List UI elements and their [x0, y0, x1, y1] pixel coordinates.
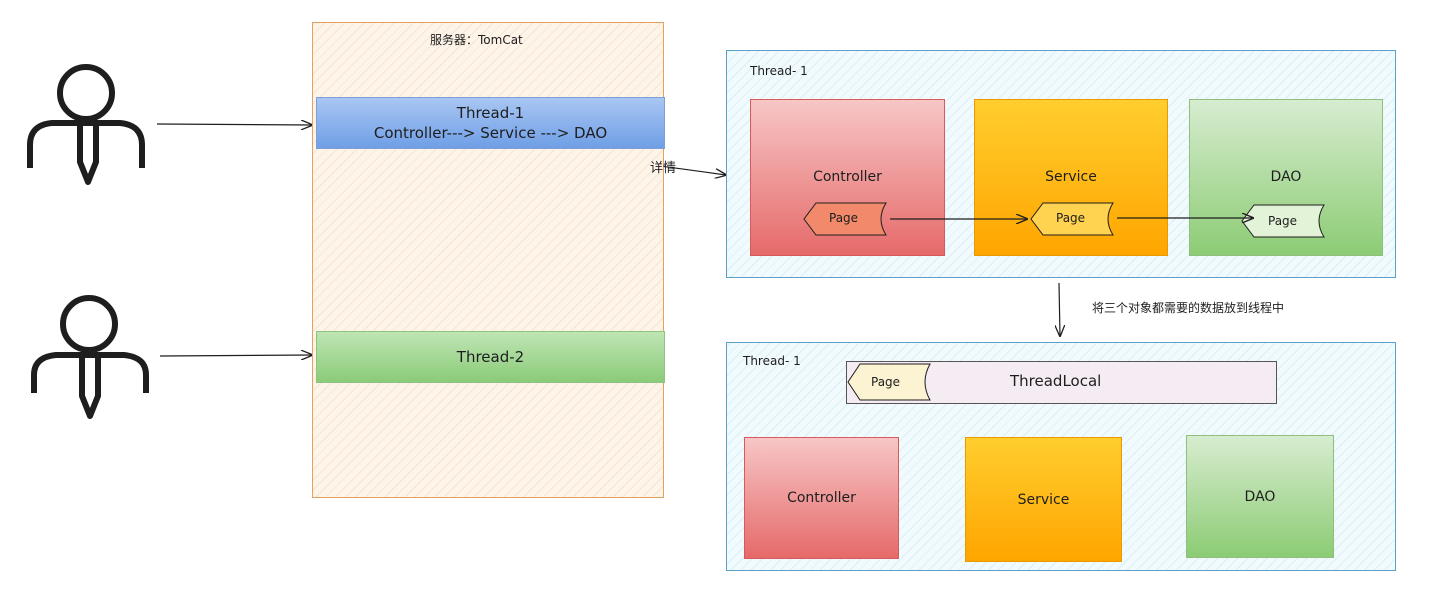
dao-box-bottom: DAO: [1186, 435, 1334, 558]
controller-box-bottom: Controller: [744, 437, 899, 559]
page-tag-label-controller: Page: [829, 211, 859, 225]
page-tag-dao: [1241, 204, 1325, 238]
service-label: Service: [1045, 168, 1097, 185]
user2-arrow: [159, 355, 312, 356]
page-tag-label-service: Page: [1056, 211, 1086, 225]
service-box-bottom: Service: [965, 437, 1122, 562]
server-title: 服务器：TomCat: [430, 33, 523, 47]
server-thread-1: Thread-1 Controller---> Service ---> DAO: [316, 97, 665, 149]
panel-bottom-title: Thread- 1: [743, 354, 801, 368]
page-tag-label-dao: Page: [1268, 214, 1298, 228]
page-tag-service: [1030, 202, 1114, 236]
threadlocal-page-label: Page: [871, 375, 901, 389]
dao-box: DAO: [1189, 99, 1383, 256]
down-arrow: [1059, 282, 1060, 336]
threadlocal-label: ThreadLocal: [1010, 372, 1102, 390]
page-tag-controller: [803, 202, 887, 236]
details-label: 详情: [650, 161, 677, 176]
controller-label-bottom: Controller: [787, 490, 856, 506]
panel-top-title: Thread- 1: [750, 64, 808, 78]
service-label-bottom: Service: [1017, 491, 1070, 508]
between-panels-label: 将三个对象都需要的数据放到线程中: [1092, 301, 1285, 315]
dao-label: DAO: [1270, 168, 1302, 185]
server-thread-2: Thread-2: [316, 331, 665, 383]
user1-arrow: [156, 124, 312, 125]
dao-label-bottom: DAO: [1244, 488, 1276, 505]
user-icon: [31, 295, 149, 419]
server-thread-1-detail: Controller---> Service ---> DAO: [373, 124, 608, 142]
user-icon: [27, 64, 145, 185]
server-thread-2-name: Thread-2: [456, 348, 525, 366]
controller-label: Controller: [813, 168, 882, 185]
threadlocal-page-tag: [847, 363, 931, 401]
server-thread-1-name: Thread-1: [456, 104, 525, 122]
